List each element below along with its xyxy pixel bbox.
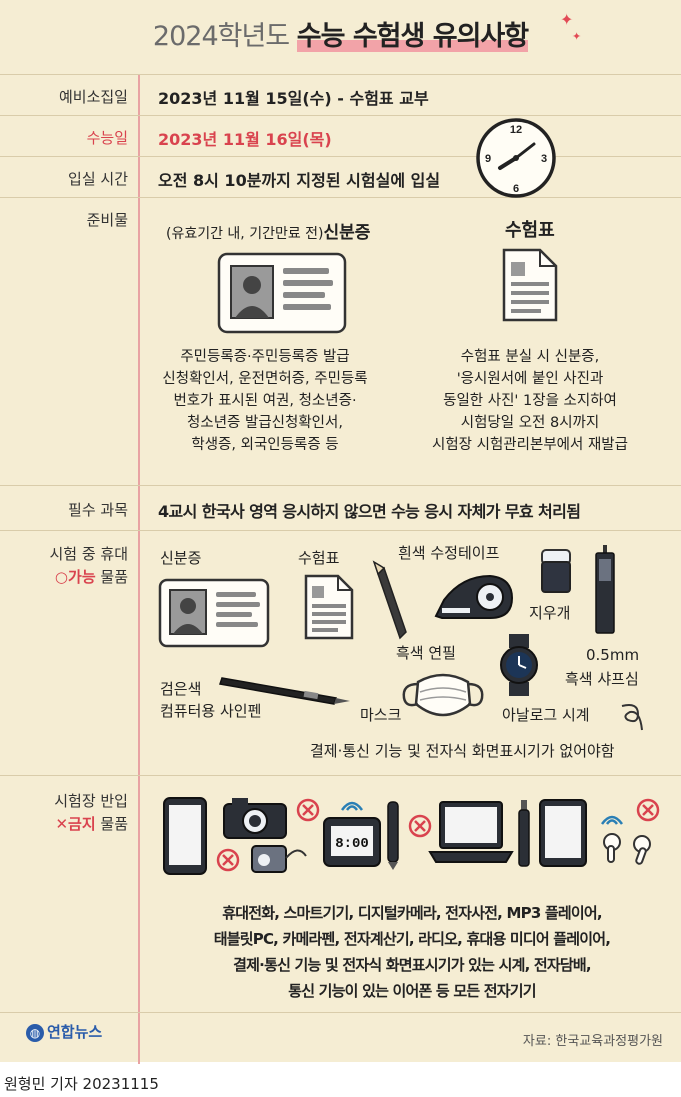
star-icon: ✦ [560,10,574,29]
id-card-description: 주민등록증·주민등록증 발급 신청확인서, 운전면허증, 주민등록 번호가 표시… [162,349,368,453]
allowed-item-mask: 마스크 [360,706,402,724]
row-label-banned-line1: 시험장 반입 [54,792,128,810]
row-label-entry: 입실 시간 [68,170,128,188]
margin-rule [138,74,140,1064]
curl-arrow-icon [621,704,643,731]
forbidden-icon [216,848,240,872]
watch-icon [500,634,538,696]
row-label-exam-day: 수능일 [86,129,128,147]
page-title: 2024학년도 수능 수험생 유의사항 [152,21,529,52]
id-card-icon [217,252,347,334]
allowed-item-watch: 아날로그 시계 [502,706,590,724]
clock-number-3: 3 [541,153,547,165]
digital-clock-icon: 8:00 [323,817,381,867]
eraser-icon [541,549,571,593]
allowed-item-pencil: 흑색 연필 [396,644,456,662]
source-note: 자료: 한국교육과정평가원 [522,1034,663,1049]
mp3-player-icon [251,845,307,873]
divider [0,156,681,157]
allowed-item-eraser: 지우개 [529,604,571,622]
phone-icon [163,797,207,875]
signal-icon [600,815,624,825]
exam-ticket-icon [304,574,354,640]
forbidden-icon [636,798,660,822]
row-value-required: 4교시 한국사 영역 응시하지 않으면 수능 응시 자체가 무효 처리됨 [158,502,581,521]
allowed-item-pen-line2: 컴퓨터용 사인펜 [160,702,262,720]
divider [0,485,681,486]
divider [0,74,681,75]
row-value-prereg: 2023년 11월 15일(수) - 수험표 교부 [158,89,429,108]
signal-icon [340,801,364,811]
divider [0,775,681,776]
clock-icon: 12 3 6 9 [476,118,556,198]
forbidden-icon [408,814,432,838]
allowed-note: 결제·통신 기능 및 전자식 화면표시기가 없어야함 [310,742,615,760]
forbidden-icon [296,798,320,822]
camera-pen-icon [387,801,399,870]
row-value-exam-day: 2023년 11월 16일(목) [158,130,332,149]
divider [0,115,681,116]
divider [0,197,681,198]
sign-pen-icon [219,677,350,705]
credit-line: 원형민 기자 20231115 [4,1075,159,1093]
row-label-required: 필수 과목 [68,501,128,519]
earbuds-icon [603,833,651,865]
camera-icon [223,798,287,839]
id-card-heading: (유효기간 내, 기간만료 전)신분증 [166,223,371,243]
row-value-entry: 오전 8시 10분까지 지정된 시험실에 입실 [158,171,441,190]
row-label-prereg: 예비소집일 [58,88,128,106]
yonhap-logo: ◍연합뉴스 [26,1021,102,1042]
allowed-item-ticket: 수험표 [298,549,340,567]
mask-icon [402,673,484,717]
pencil-icon [372,560,407,640]
banned-description: 휴대전화, 스마트기기, 디지털카메라, 전자사전, MP3 플레이어, 태블릿… [213,904,611,1000]
allowed-item-id: 신분증 [160,549,202,567]
ticket-description: 수험표 분실 시 신분증, '응시원서에 붙인 사진과 동일한 사진' 1장을 … [432,349,628,453]
allowed-item-pen-line1: 검은색 [160,680,202,698]
allowed-item-tape: 흰색 수정테이프 [398,544,500,562]
digital-clock-display: 8:00 [335,836,369,852]
laptop-icon [428,801,514,863]
clock-number-12: 12 [510,124,522,136]
correction-tape-icon [434,574,514,619]
divider [0,1012,681,1013]
allowed-item-mech-line1: 0.5mm [586,646,640,664]
row-label-prep: 준비물 [86,211,128,229]
logo-mark-icon: ◍ [26,1024,44,1042]
row-label-allowed-line1: 시험 중 휴대 [49,545,128,563]
clock-number-9: 9 [485,153,491,165]
ticket-heading: 수험표 [505,220,555,241]
mechanical-pencil-lead-icon [595,545,615,634]
e-cigarette-icon [518,800,530,867]
tablet-icon [539,799,587,867]
star-icon: ✦ [572,30,582,43]
id-card-icon [158,578,270,648]
exam-ticket-icon [502,248,558,322]
divider [0,530,681,531]
row-label-allowed-line2: ○가능 물품 [54,568,128,586]
allowed-item-mech-line2: 흑색 샤프심 [565,670,639,688]
infographic-background [0,0,681,1062]
clock-number-6: 6 [513,183,519,195]
row-label-banned-line2: ✕금지 물품 [55,815,128,833]
